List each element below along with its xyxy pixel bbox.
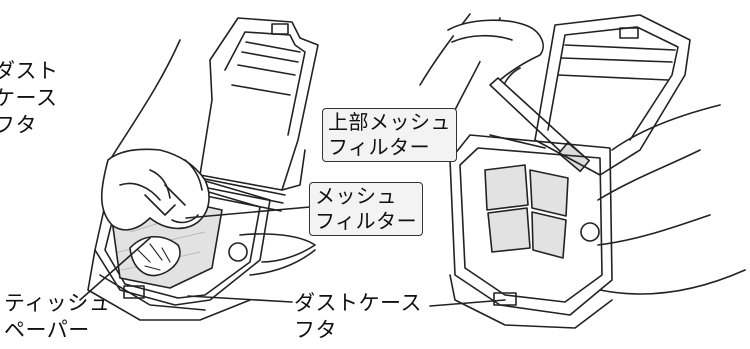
right-mesh-filter-grid	[484, 164, 569, 259]
label-dust-case-lid-top: ダスト ケース フタ	[0, 59, 59, 137]
label-mesh-filter: メッシュ フィルター	[309, 182, 424, 236]
label-tissue-paper: ティッシュ ペーパー	[4, 291, 111, 342]
upper-mesh-filter-leader	[489, 134, 546, 149]
dust-case-lid-leader-left	[187, 295, 293, 303]
right-dust-case-assembly	[419, 13, 746, 329]
left-dust-case-assembly	[87, 17, 319, 321]
mesh-filter-leader	[185, 206, 311, 219]
label-upper-mesh-filter: 上部メッシュ フィルター	[322, 108, 457, 162]
label-dust-case-lid-bottom: ダストケース フタ	[294, 291, 422, 342]
dust-case-lid-leader-right	[429, 299, 506, 307]
tissue-paper-leader	[79, 237, 151, 301]
